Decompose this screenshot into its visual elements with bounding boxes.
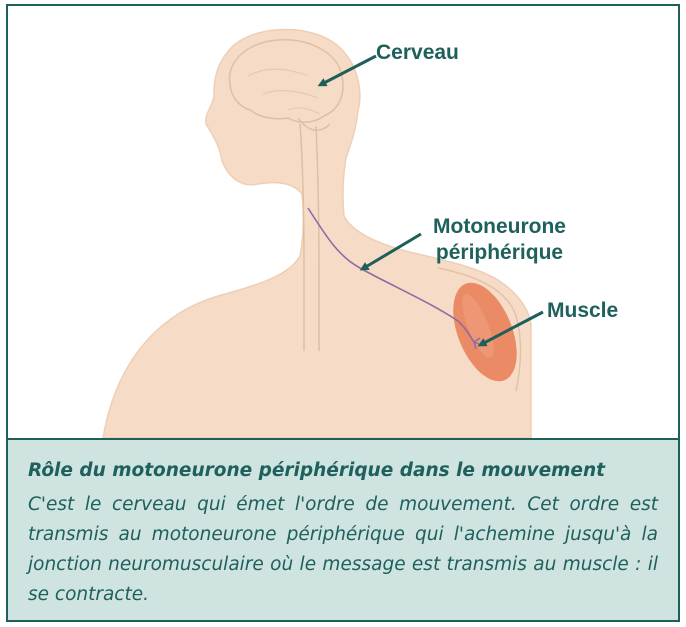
- caption-title: Rôle du motoneurone périphérique dans le…: [28, 460, 658, 481]
- figure-frame: Cerveau Motoneurone périphérique Muscle …: [6, 4, 680, 622]
- caption-text: C'est le cerveau qui émet l'ordre de mou…: [28, 490, 658, 610]
- label-muscle: Muscle: [547, 298, 618, 324]
- anatomy-figure: Cerveau Motoneurone périphérique Muscle: [8, 6, 678, 438]
- caption-box: Rôle du motoneurone périphérique dans le…: [8, 440, 678, 622]
- label-motoneurone-line1: Motoneurone: [433, 214, 566, 240]
- label-motoneurone-line2: périphérique: [433, 240, 566, 266]
- label-motoneurone: Motoneurone périphérique: [433, 214, 566, 266]
- label-cerveau: Cerveau: [376, 40, 459, 66]
- anatomy-illustration: [8, 6, 678, 438]
